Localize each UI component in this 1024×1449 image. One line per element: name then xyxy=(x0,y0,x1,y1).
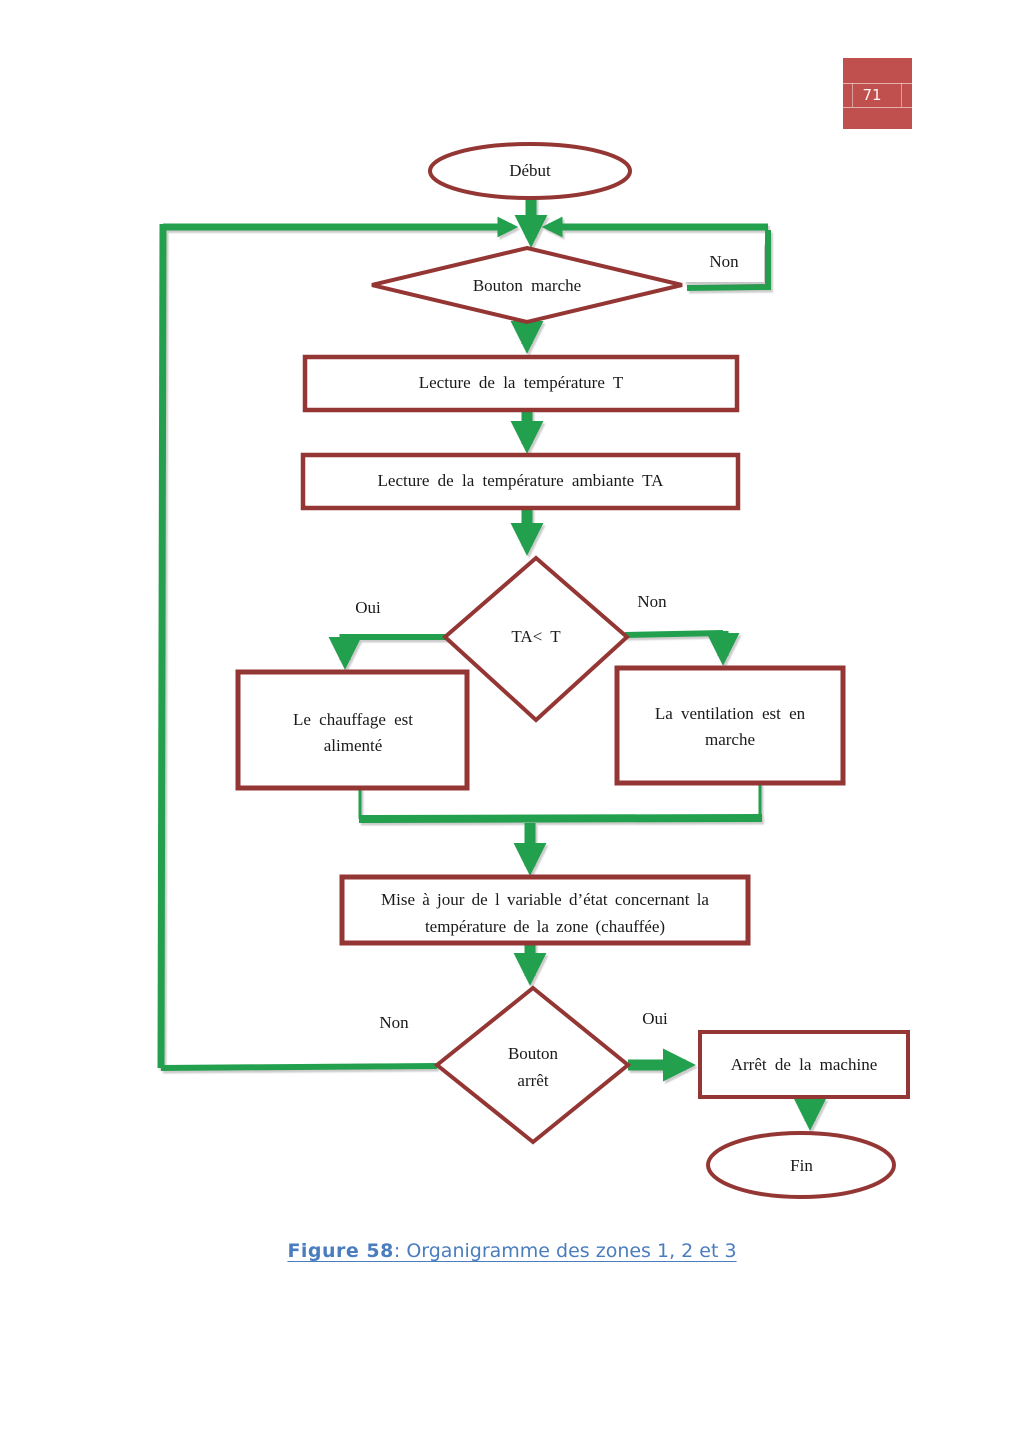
process-lecture-t-rect xyxy=(302,354,740,413)
figure-caption-number: Figure 58 xyxy=(287,1240,394,1262)
process-mise-a-jour-rect xyxy=(339,874,751,946)
marche-non-label: Non xyxy=(709,252,739,271)
decision-ta-diamond xyxy=(441,555,631,723)
connector-merge-bar xyxy=(358,814,763,823)
process-arret-machine-label: Arrêt de la machine xyxy=(730,1055,878,1074)
page-number-box-line xyxy=(843,83,912,84)
figure-caption-text: : Organigramme des zones 1, 2 et 3 xyxy=(393,1240,737,1262)
process-mise-a-jour-label: Mise à jour de l variable d’état concern… xyxy=(381,890,709,936)
ta-non-label: Non xyxy=(637,592,667,611)
page-number: 71 xyxy=(862,86,882,104)
process-lecture-t-label: Lecture de la température T xyxy=(418,373,624,392)
arret-oui-label: Oui xyxy=(642,1009,668,1028)
figure-caption: Figure 58: Organigramme des zones 1, 2 e… xyxy=(0,1240,1024,1262)
page-number-box-line xyxy=(852,83,853,107)
process-lecture-ta-rect xyxy=(300,452,741,511)
process-chauffage-label: Le chauffage est alimenté xyxy=(292,710,413,755)
start-label: Début xyxy=(509,161,551,180)
decision-arret-label: Bouton arrêt xyxy=(507,1044,559,1090)
connector-marche-non xyxy=(686,230,771,291)
decision-ta-label: TA< T xyxy=(511,627,561,646)
process-ventilation-label: La ventilation est en marche xyxy=(654,704,806,749)
page-number-box-line xyxy=(843,107,912,108)
end-label: Fin xyxy=(790,1156,813,1175)
decision-marche-label: Bouton marche xyxy=(472,276,582,295)
connector-ta-non-horizontal xyxy=(624,630,724,638)
decision-bouton-arret-diamond xyxy=(433,985,632,1145)
connector-loop-left-vertical xyxy=(157,223,167,1069)
marche-non-label-box: Non xyxy=(684,242,764,282)
page-number-box-line xyxy=(901,83,902,107)
process-chauffage-rect xyxy=(235,669,470,791)
ta-oui-label: Oui xyxy=(355,598,381,617)
arret-non-label: Non xyxy=(379,1013,409,1032)
decision-bouton-marche-diamond xyxy=(371,245,683,325)
end-oval xyxy=(706,1131,896,1199)
process-lecture-ta-label: Lecture de la température ambiante TA xyxy=(377,471,664,490)
process-ventilation-rect xyxy=(614,665,846,786)
process-arret-machine-rect xyxy=(698,1030,910,1099)
start-oval xyxy=(428,142,632,200)
page-number-box: 71 xyxy=(843,58,912,129)
connector-arret-non xyxy=(160,1063,438,1071)
